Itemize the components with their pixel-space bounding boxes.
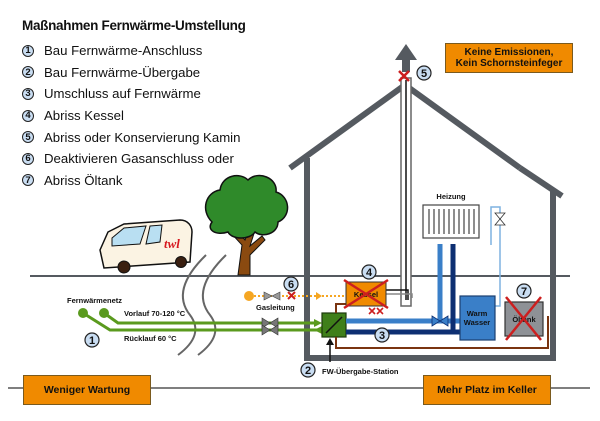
warm-water-tank: Warm Wasser [459,295,496,341]
exhaust-arrow-icon [395,44,417,72]
legend-item-label: Abriss Kessel [44,108,124,124]
return-label: Rücklauf 60 °C [124,334,177,343]
road-curve [177,254,207,356]
step-marker-3: 3 [374,327,390,343]
benefit-badge-emissions: Keine Emissionen, Kein Schornsteinfeger [445,43,573,73]
step-marker-4: 4 [361,264,377,280]
step-marker-7: 7 [516,283,532,299]
step-marker-6: 6 [283,276,299,292]
removal-x-icon [505,296,542,341]
van-illustration: twl [99,219,193,274]
removal-x-icon [368,307,384,315]
svg-text:2: 2 [305,365,311,377]
station-label: FW-Übergabe-Station [322,367,399,376]
legend-item-label: Bau Fernwärme-Übergabe [44,64,201,80]
network-label: Fernwärmenetz [67,296,122,305]
benefit-badge-maintenance: Weniger Wartung [23,375,151,405]
step-number-badge: 6 [22,152,34,165]
supply-label: Vorlauf 70-120 °C [124,309,186,318]
legend-item-label: Abriss Öltank [44,172,123,188]
legend-item: 3 Umschluss auf Fernwärme [22,83,240,105]
step-number-badge: 7 [22,174,34,187]
legend-item-label: Umschluss auf Fernwärme [44,86,201,102]
svg-text:6: 6 [288,279,294,291]
boiler: Kessel [343,278,389,315]
svg-text:7: 7 [521,286,527,298]
valve-icon [261,317,279,336]
legend-item-label: Bau Fernwärme-Anschluss [44,43,203,59]
removal-x-icon [343,278,389,310]
valve-icon [494,212,506,220]
step-marker-5-label: 5 [421,68,427,80]
return-line [335,303,549,349]
road-curve [197,254,227,356]
step-marker-2: 2 [300,362,316,378]
legend-item: 5 Abriss oder Konservierung Kamin [22,126,240,148]
measures-legend: 1 Bau Fernwärme-Anschluss 2 Bau Fernwärme-… [22,40,240,191]
diagram-title: Maßnahmen Fernwärme-Umstellung [22,18,246,33]
step-number-badge: 2 [22,66,34,79]
svg-text:4: 4 [366,267,373,279]
step-number-badge: 4 [22,109,34,122]
chimney: 5 [395,44,432,307]
legend-item: 6 Deaktivieren Gasanschluss oder [22,148,240,170]
badge-line: Keine Emissionen, [464,47,554,58]
warm-water-label: Warm [467,309,488,318]
van-logo-text: twl [164,236,180,251]
legend-item-label: Abriss oder Konservierung Kamin [44,129,241,145]
legend-item: 4 Abriss Kessel [22,105,240,127]
oil-tank: Öltank [504,296,544,341]
svg-text:3: 3 [379,330,385,342]
radiator: Heizung [422,192,480,239]
svg-text:1: 1 [89,335,95,347]
benefit-badge-space: Mehr Platz im Keller [423,375,551,405]
tree-illustration [204,174,289,276]
heating-label: Heizung [436,192,466,201]
gas-line [244,291,345,301]
warm-water-label: Wasser [464,318,490,327]
district-heating-pipes [78,308,322,334]
transfer-station [321,312,347,362]
legend-item: 1 Bau Fernwärme-Anschluss [22,40,240,62]
step-marker-1: 1 [84,332,100,348]
step-number-badge: 1 [22,44,34,57]
legend-item: 2 Bau Fernwärme-Übergabe [22,62,240,84]
removal-x-icon [287,291,296,300]
gas-line-label: Gasleitung [256,303,295,312]
legend-item-label: Deaktivieren Gasanschluss oder [44,151,234,167]
heating-circuit-pipes [346,206,506,335]
step-number-badge: 3 [22,87,34,100]
removal-x-icon [398,70,410,82]
badge-line: Kein Schornsteinfeger [455,58,563,69]
step-marker-5 [416,65,432,81]
valve-icon [431,315,441,327]
step-number-badge: 5 [22,131,34,144]
legend-item: 7 Abriss Öltank [22,170,240,192]
